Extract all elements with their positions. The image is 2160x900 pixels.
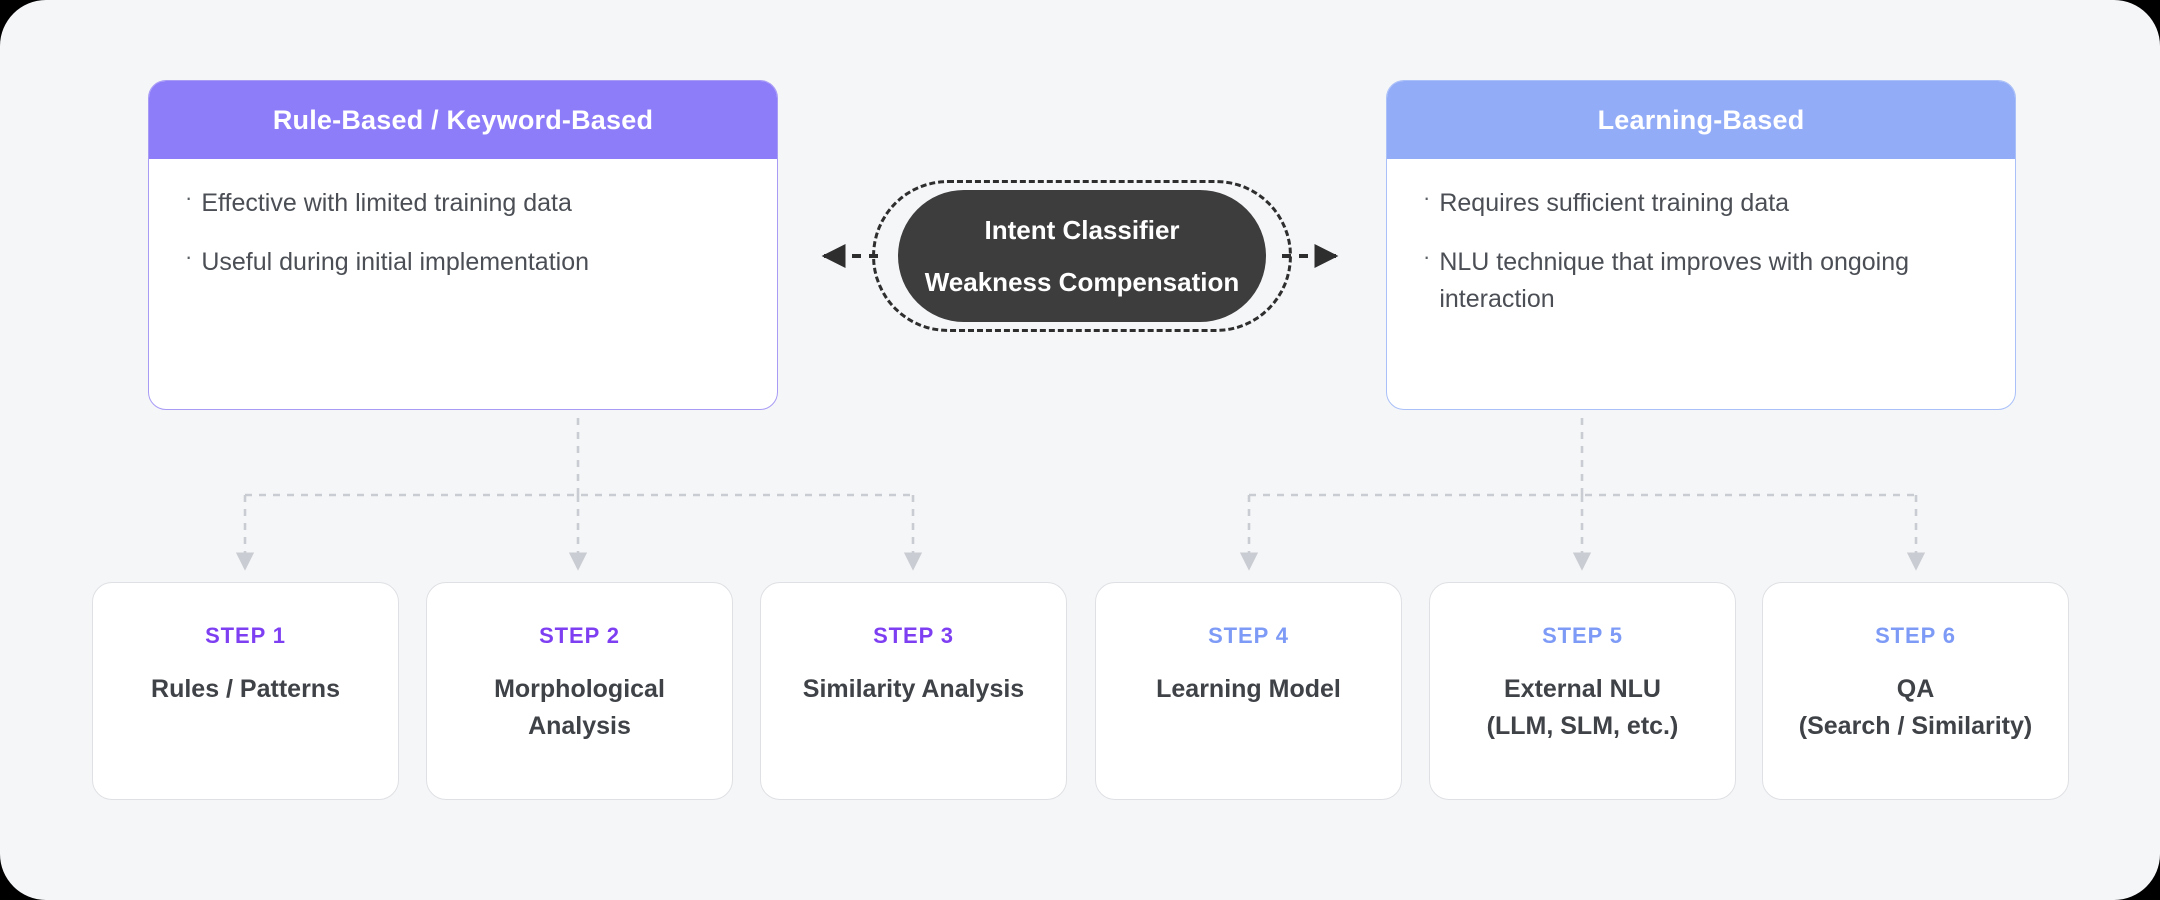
category-header-learning-based: Learning-Based <box>1387 81 2015 159</box>
step-label-2: STEP 2 <box>539 623 620 648</box>
step-title-4: Learning Model <box>1142 671 1355 708</box>
step-title-line: Analysis <box>528 712 631 740</box>
bullet-dot-icon: · <box>185 244 193 269</box>
bullet-dot-icon: · <box>1423 185 1431 210</box>
category-title-rule-based: Rule-Based / Keyword-Based <box>272 104 654 135</box>
step-label-6: STEP 6 <box>1875 623 1956 648</box>
list-item: · NLU technique that improves with ongoi… <box>1423 244 1979 318</box>
category-body-rule-based: · Effective with limited training data ·… <box>149 159 777 301</box>
category-header-rule-based: Rule-Based / Keyword-Based <box>149 81 777 159</box>
step-card-6[interactable]: STEP 6 QA (Search / Similarity) <box>1762 582 2069 800</box>
step-label-3: STEP 3 <box>873 623 954 648</box>
bullet-dot-icon: · <box>185 185 193 210</box>
step-label-1: STEP 1 <box>205 623 286 648</box>
step-title-2: Morphological Analysis <box>480 671 679 745</box>
bullet-text: Useful during initial implementation <box>201 248 590 276</box>
category-title-learning-based: Learning-Based <box>1597 104 1805 135</box>
step-title-5: External NLU (LLM, SLM, etc.) <box>1473 671 1693 745</box>
hub-line-2: Weakness Compensation <box>924 267 1240 297</box>
intent-classifier-hub[interactable]: Intent Classifier Weakness Compensation <box>898 190 1266 322</box>
step-title-line: Learning Model <box>1156 675 1341 703</box>
branch-rule-based <box>235 418 923 571</box>
step-title-line: (Search / Similarity) <box>1798 712 2033 740</box>
step-title-line: External NLU <box>1504 675 1661 703</box>
step-title-line: Morphological <box>494 675 665 703</box>
category-card-learning-based[interactable]: Learning-Based · Requires sufficient tra… <box>1386 80 2016 410</box>
step-card-1[interactable]: STEP 1 Rules / Patterns <box>92 582 399 800</box>
bullet-dot-icon: · <box>1423 244 1431 269</box>
hub-dashed-outline <box>872 180 1292 332</box>
bullet-text: NLU technique that improves with ongoing… <box>1439 248 1910 313</box>
step-card-5[interactable]: STEP 5 External NLU (LLM, SLM, etc.) <box>1429 582 1736 800</box>
list-item: · Effective with limited training data <box>185 185 741 222</box>
step-card-4[interactable]: STEP 4 Learning Model <box>1095 582 1402 800</box>
step-card-2[interactable]: STEP 2 Morphological Analysis <box>426 582 733 800</box>
category-card-rule-based[interactable]: Rule-Based / Keyword-Based · Effective w… <box>148 80 778 410</box>
bullet-text: Effective with limited training data <box>201 189 572 217</box>
step-title-line: Rules / Patterns <box>151 675 340 703</box>
step-label-5: STEP 5 <box>1542 623 1623 648</box>
step-title-line: Similarity Analysis <box>802 675 1025 703</box>
category-body-learning-based: · Requires sufficient training data · NL… <box>1387 159 2015 338</box>
bullet-text: Requires sufficient training data <box>1439 189 1790 217</box>
step-title-1: Rules / Patterns <box>137 671 354 708</box>
step-card-3[interactable]: STEP 3 Similarity Analysis <box>760 582 1067 800</box>
step-title-6: QA (Search / Similarity) <box>1785 671 2046 745</box>
list-item: · Useful during initial implementation <box>185 244 741 281</box>
branch-learning-based <box>1239 418 1926 571</box>
step-title-line: QA <box>1896 675 1935 703</box>
hub-line-1: Intent Classifier <box>984 215 1180 245</box>
step-title-line: (LLM, SLM, etc.) <box>1486 712 1679 740</box>
list-item: · Requires sufficient training data <box>1423 185 1979 222</box>
step-label-4: STEP 4 <box>1208 623 1289 648</box>
step-title-3: Similarity Analysis <box>789 671 1038 708</box>
